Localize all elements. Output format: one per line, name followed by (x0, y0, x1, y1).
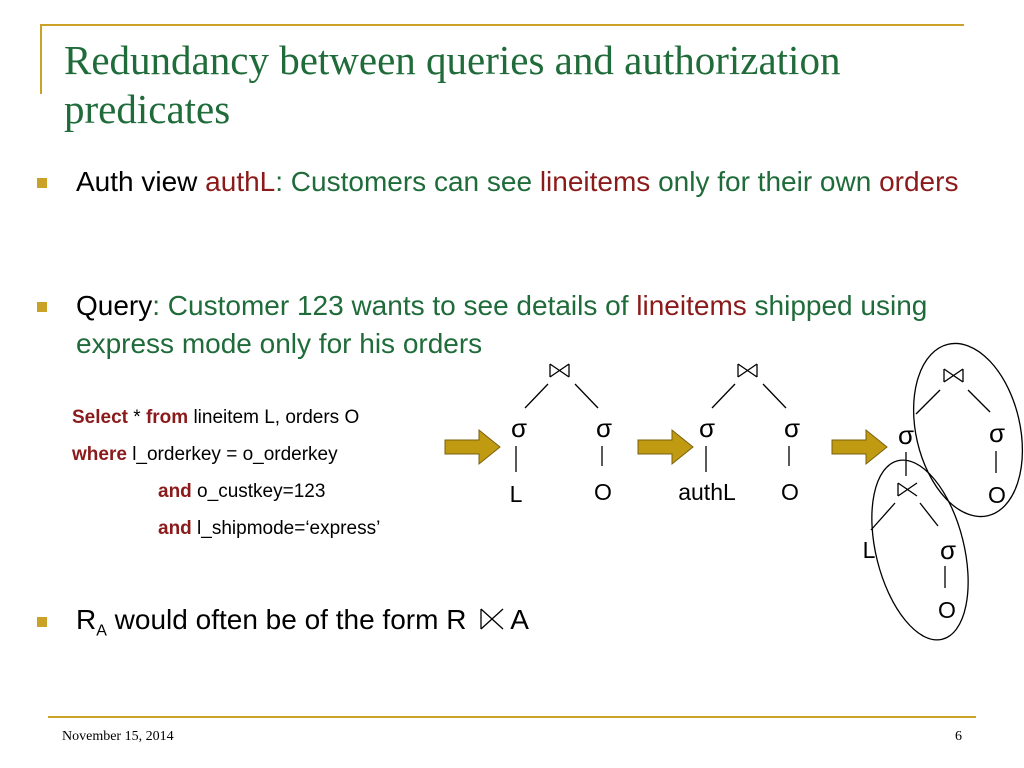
bullet-text-2: Query: Customer 123 wants to see details… (76, 287, 956, 363)
sql-text: l_shipmode=‘express’ (191, 518, 381, 539)
tree-1-selection-left: σ (510, 413, 528, 443)
tree-3-inner-leaf-left: L (862, 537, 876, 563)
tree-3-leaf-right: O (988, 482, 1006, 508)
bullet-1-orders: orders (879, 166, 959, 197)
sql-keyword-select: Select (72, 407, 128, 428)
sql-line-2: where l_orderkey = o_orderkey (72, 436, 380, 473)
tree-3-selection-left: σ (897, 420, 915, 450)
tree-1-leaf-left: L (509, 481, 523, 507)
sql-text: o_custkey=123 (191, 481, 326, 502)
tree-2-selection-left: σ (698, 413, 716, 443)
tree-1-leaf-right: O (594, 479, 612, 505)
sql-line-3: and o_custkey=123 (72, 473, 380, 510)
sql-keyword-and: and (158, 481, 192, 502)
sql-text: * (127, 407, 146, 428)
page-number: 6 (955, 729, 962, 744)
bullet-1-lineitems: lineitems (539, 166, 651, 197)
tree-3-inner-leaf: O (938, 597, 956, 623)
semijoin-icon (480, 608, 504, 630)
bullet-3-subscript: A (96, 622, 107, 640)
bullet-2-query: Query (76, 290, 153, 321)
tree-3-selection-right: σ (988, 418, 1006, 448)
footer-divider (48, 716, 976, 718)
sql-line-4: and l_shipmode=‘express’ (72, 510, 380, 547)
sql-query-block: Select * from lineitem L, orders O where… (72, 399, 380, 547)
sql-text: lineitem L, orders O (188, 407, 360, 428)
bullet-2-part: : Customer 123 wants to see details of (152, 290, 637, 321)
join-icon (737, 363, 758, 378)
bullet-3-part: would often be of the form R (106, 604, 475, 635)
sql-keyword-where: where (72, 444, 127, 465)
right-arrow-icon (637, 428, 694, 466)
bullet-1-authl: authL (205, 166, 276, 197)
tree-2-leaf-left: authL (678, 479, 736, 505)
bullet-3-a: A (510, 604, 529, 635)
bullet-marker-2 (37, 302, 47, 312)
title-frame-left (40, 24, 42, 94)
slide-title: Redundancy between queries and authoriza… (64, 37, 841, 132)
bullet-1-part: only for their own (650, 166, 880, 197)
sql-keyword-and: and (158, 518, 192, 539)
bullet-1-part: Auth view (76, 166, 206, 197)
title-frame-top (40, 24, 964, 26)
join-icon (943, 368, 964, 383)
sql-keyword-from: from (145, 407, 189, 428)
tree-2-leaf-right: O (781, 479, 799, 505)
bullet-3-r: R (76, 604, 97, 635)
bullet-text-1: Auth view authL: Customers can see linei… (76, 163, 996, 201)
bullet-2-part: shipped using express mode only for his … (76, 290, 928, 359)
join-icon (549, 363, 570, 378)
sql-line-1: Select * from lineitem L, orders O (72, 399, 380, 436)
footer-date: November 15, 2014 (62, 729, 174, 744)
right-arrow-icon (831, 428, 888, 466)
bullet-marker-3 (37, 617, 47, 627)
bullet-text-3: RA would often be of the form R A (76, 601, 529, 651)
tree-3-inner-selection: σ (939, 535, 957, 565)
tree-2-selection-right: σ (783, 413, 801, 443)
bullet-marker-1 (37, 178, 47, 188)
right-arrow-icon (444, 428, 501, 466)
bullet-2-lineitems: lineitems (636, 290, 747, 321)
semijoin-icon (897, 482, 918, 497)
tree-1-selection-right: σ (595, 413, 613, 443)
bullet-1-part: : Customers can see (275, 166, 540, 197)
sql-text: l_orderkey = o_orderkey (126, 444, 338, 465)
